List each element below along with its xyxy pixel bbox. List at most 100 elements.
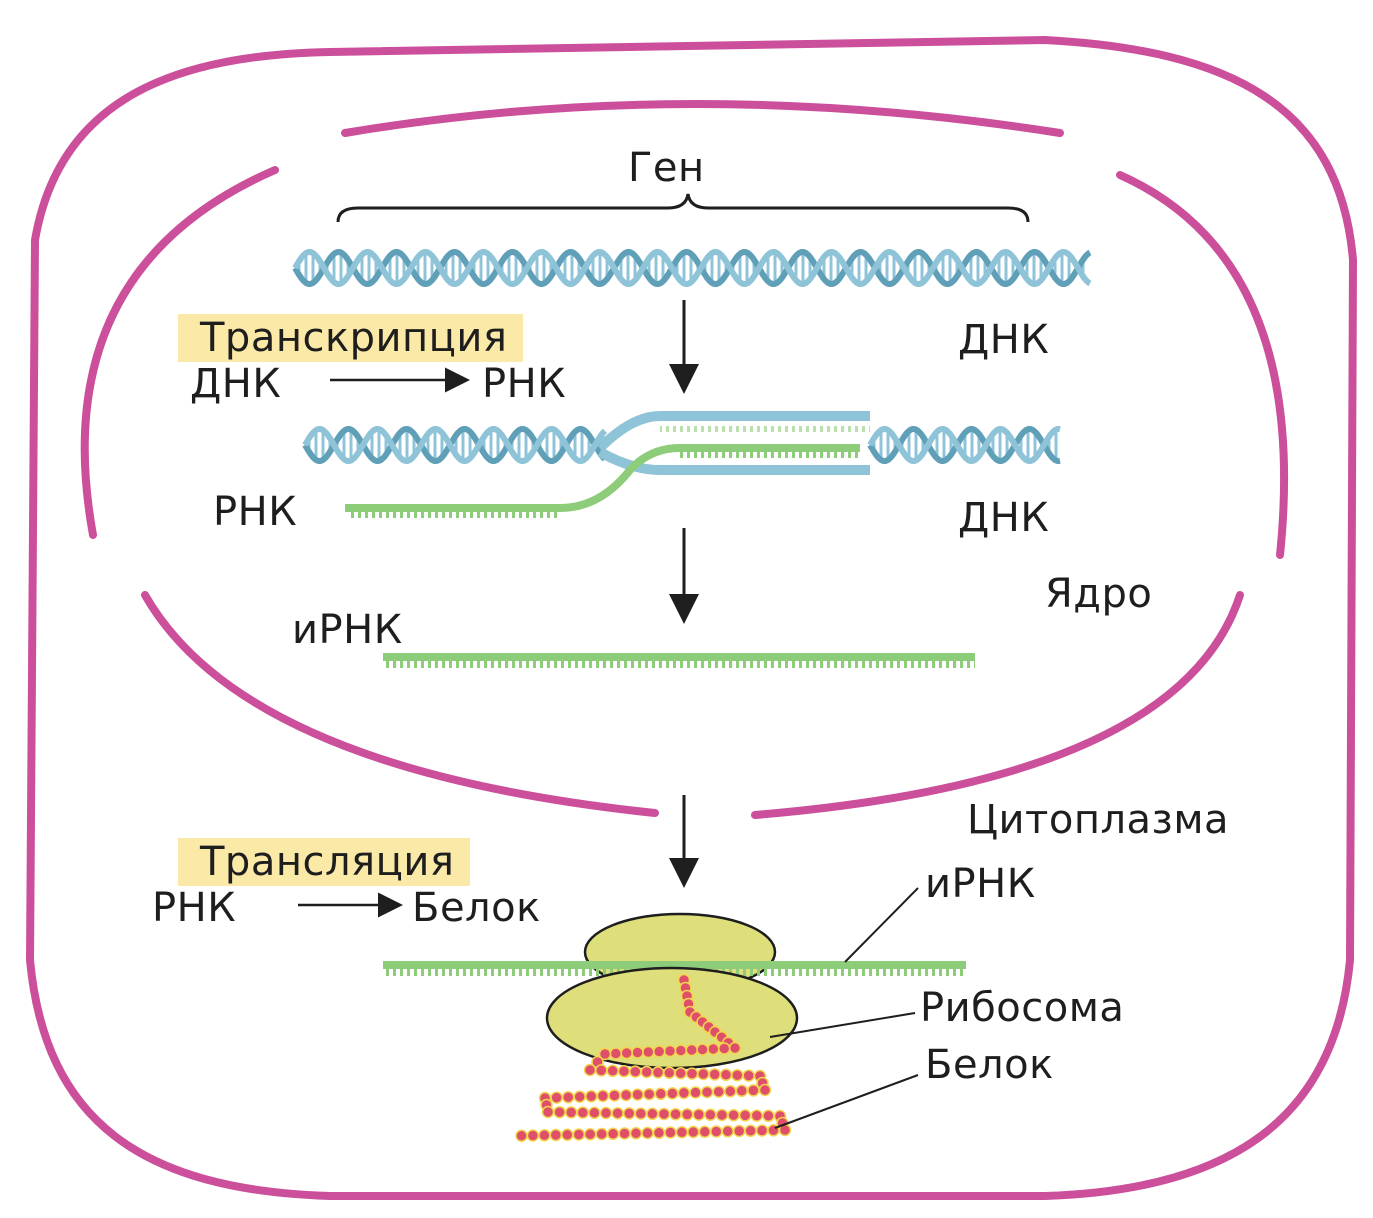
amino-acid-bead	[763, 1110, 774, 1121]
amino-acid-bead	[757, 1125, 768, 1136]
amino-acid-bead	[550, 1130, 561, 1141]
amino-acid-bead	[596, 1065, 607, 1076]
amino-acid-bead	[730, 1043, 741, 1054]
amino-acid-bead	[619, 1066, 630, 1077]
amino-acid-bead	[728, 1110, 739, 1121]
amino-acid-bead	[722, 1126, 733, 1137]
amino-acid-bead	[678, 1087, 689, 1098]
amino-acid-bead	[655, 1088, 666, 1099]
amino-acid-bead	[667, 1088, 678, 1099]
amino-acid-bead	[690, 1087, 701, 1098]
amino-acid-bead	[516, 1130, 527, 1141]
transcription-label: Транскрипция	[178, 314, 523, 362]
amino-acid-bead	[748, 1085, 759, 1096]
amino-acid-bead	[654, 1127, 665, 1138]
amino-acid-bead	[631, 1128, 642, 1139]
amino-acid-bead	[630, 1066, 641, 1077]
amino-acid-bead	[612, 1108, 623, 1119]
amino-acid-bead	[705, 1109, 716, 1120]
amino-acid-bead	[539, 1130, 550, 1141]
amino-acid-bead	[608, 1128, 619, 1139]
amino-acid-bead	[682, 1109, 693, 1120]
amino-acid-bead	[654, 1046, 665, 1057]
amino-acid-bead	[665, 1127, 676, 1138]
amino-acid-bead	[554, 1107, 565, 1118]
amino-acid-bead	[713, 1086, 724, 1097]
amino-acid-bead	[743, 1070, 754, 1081]
amino-acid-bead	[665, 1046, 676, 1057]
amino-acid-bead	[734, 1126, 745, 1137]
mrna-label-nucleus: иРНК	[292, 610, 403, 650]
amino-acid-bead	[563, 1092, 574, 1103]
translation-label: Трансляция	[178, 838, 470, 886]
amino-acid-bead	[589, 1107, 600, 1118]
amino-acid-bead	[643, 1047, 654, 1058]
rna-to-protein-to: Белок	[412, 888, 541, 928]
nuclear-envelope	[85, 104, 1284, 815]
amino-acid-bead	[688, 1127, 699, 1138]
dna-label-mid: ДНК	[958, 498, 1049, 538]
amino-acid-bead	[675, 1068, 686, 1079]
dna-double-helix	[295, 252, 1090, 284]
dna-helix-left	[305, 429, 605, 461]
amino-acid-bead	[736, 1085, 747, 1096]
amino-acid-bead	[619, 1128, 630, 1139]
gene-label: Ген	[628, 148, 705, 188]
amino-acid-bead	[664, 1067, 675, 1078]
amino-acid-bead	[702, 1087, 713, 1098]
amino-acid-bead	[653, 1067, 664, 1078]
cytoplasm-label: Цитоплазма	[967, 800, 1229, 840]
amino-acid-bead	[601, 1108, 612, 1119]
amino-acid-bead	[624, 1108, 635, 1119]
amino-acid-bead	[659, 1109, 670, 1120]
amino-acid-bead	[647, 1108, 658, 1119]
amino-acid-bead	[745, 1125, 756, 1136]
leader-mrna	[845, 888, 918, 962]
amino-acid-bead	[562, 1129, 573, 1140]
amino-acid-bead	[586, 1091, 597, 1102]
amino-acid-bead	[596, 1129, 607, 1140]
amino-acid-bead	[760, 1085, 771, 1096]
amino-acid-bead	[527, 1130, 538, 1141]
amino-acid-bead	[732, 1070, 743, 1081]
rna-to-protein-from: РНК	[152, 888, 236, 928]
dna-to-rna-to: РНК	[482, 364, 566, 404]
amino-acid-bead	[609, 1090, 620, 1101]
amino-acid-bead	[725, 1086, 736, 1097]
dna-helix-right	[870, 429, 1060, 461]
amino-acid-bead	[551, 1092, 562, 1103]
amino-acid-bead	[698, 1069, 709, 1080]
amino-acid-bead	[670, 1109, 681, 1120]
rna-label: РНК	[213, 492, 297, 532]
amino-acid-bead	[675, 1045, 686, 1056]
amino-acid-bead	[607, 1065, 618, 1076]
mrna-label-cytoplasm: иРНК	[925, 864, 1036, 904]
amino-acid-bead	[635, 1108, 646, 1119]
amino-acid-bead	[597, 1090, 608, 1101]
protein-label: Белок	[925, 1045, 1054, 1085]
amino-acid-bead	[687, 1068, 698, 1079]
amino-acid-bead	[566, 1107, 577, 1118]
gene-brace	[338, 194, 1028, 222]
amino-acid-bead	[721, 1069, 732, 1080]
amino-acid-bead	[644, 1089, 655, 1100]
amino-acid-bead	[610, 1048, 621, 1059]
amino-acid-bead	[621, 1090, 632, 1101]
amino-acid-bead	[585, 1065, 596, 1076]
amino-acid-bead	[686, 1045, 697, 1056]
amino-acid-bead	[641, 1067, 652, 1078]
amino-acid-bead	[697, 1044, 708, 1055]
amino-acid-bead	[693, 1109, 704, 1120]
amino-acid-bead	[585, 1129, 596, 1140]
dna-to-rna-from: ДНК	[190, 364, 281, 404]
ribosome-label: Рибосома	[920, 988, 1124, 1028]
amino-acid-bead	[740, 1110, 751, 1121]
amino-acid-bead	[708, 1044, 719, 1055]
mrna-strand-nucleus	[383, 653, 975, 668]
dna-label-top: ДНК	[958, 320, 1049, 360]
amino-acid-bead	[676, 1127, 687, 1138]
amino-acid-bead	[699, 1126, 710, 1137]
amino-acid-bead	[577, 1107, 588, 1118]
amino-acid-bead	[719, 1043, 730, 1054]
amino-acid-bead	[717, 1110, 728, 1121]
